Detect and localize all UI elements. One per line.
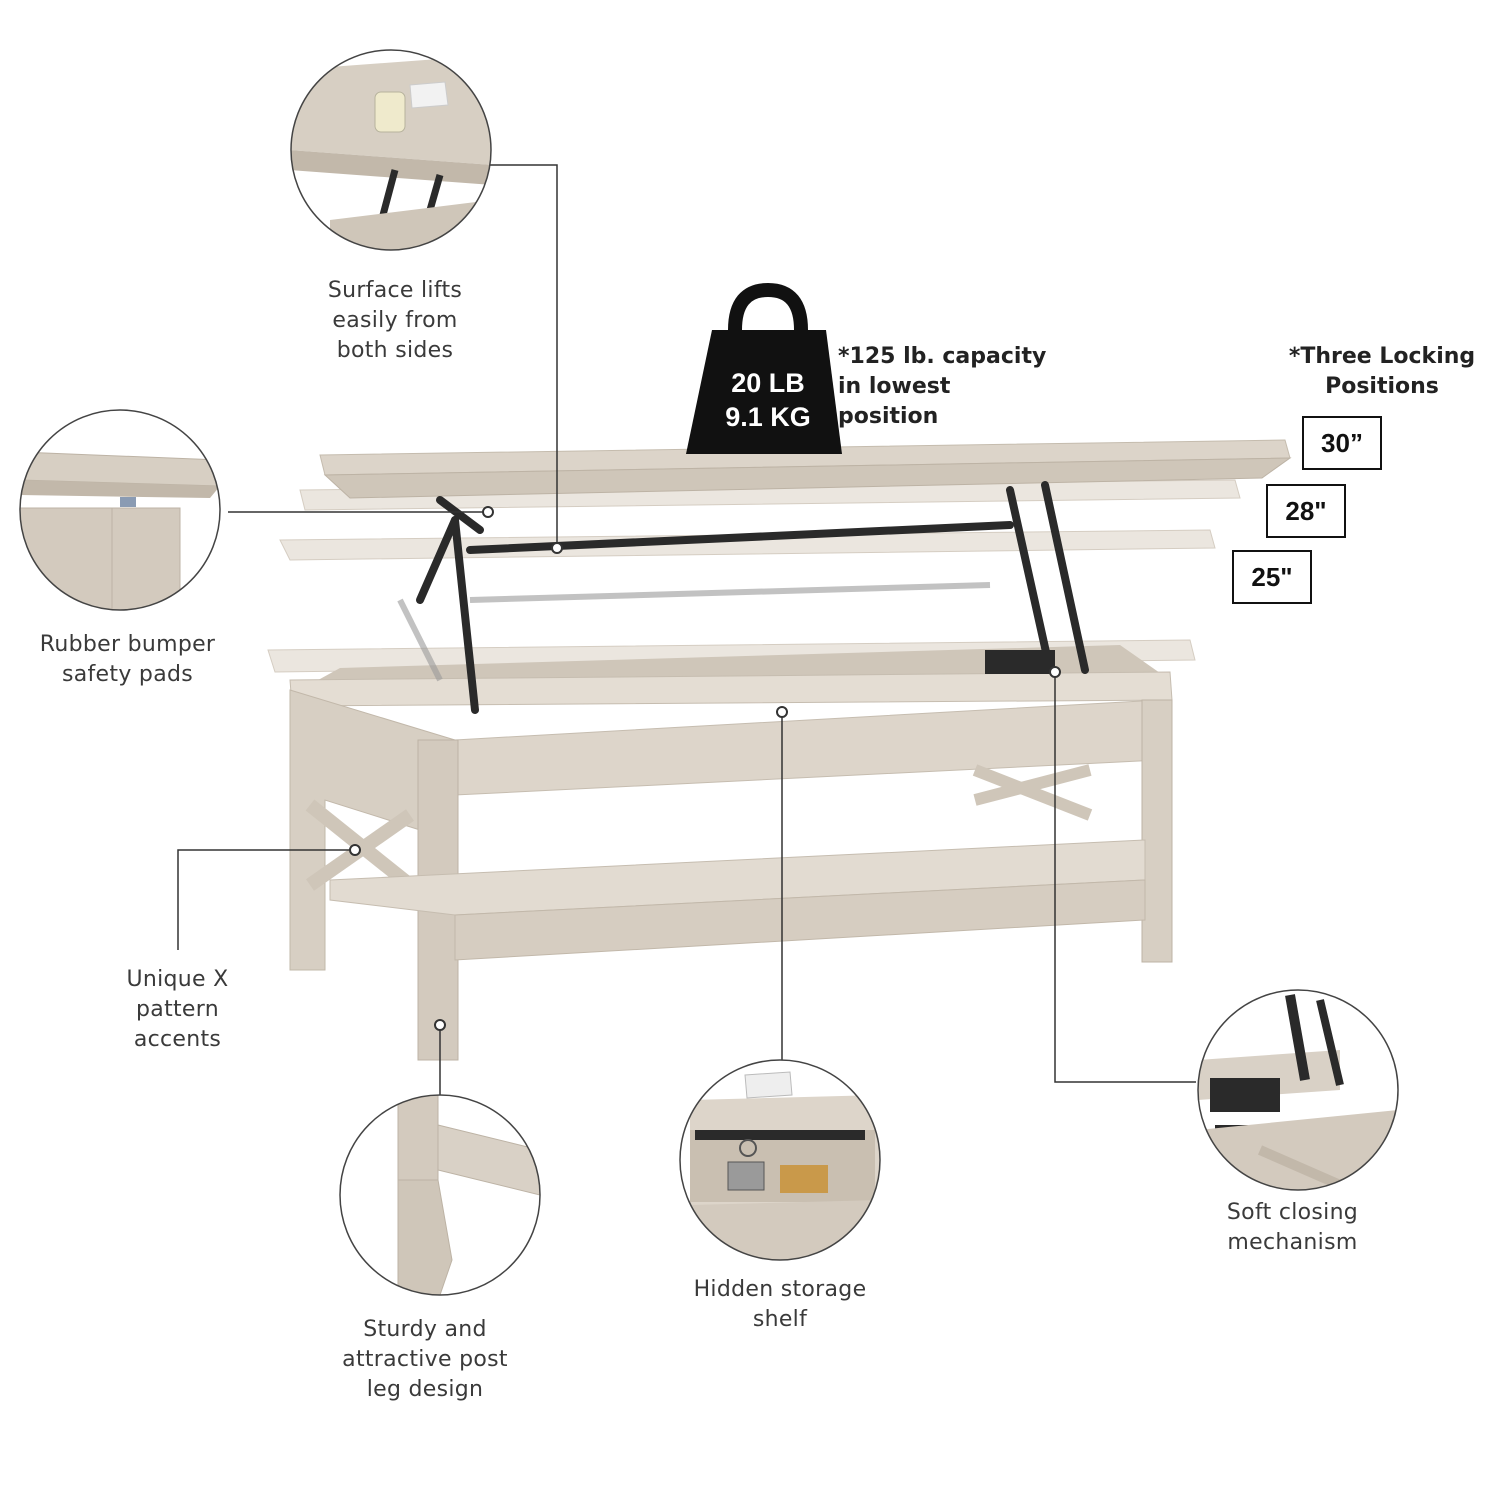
callout-bumper-line-2: safety pads <box>61 662 194 687</box>
heights-title: *Three Locking Positions <box>1282 342 1482 402</box>
height-box-30: 30” <box>1302 416 1382 470</box>
callout-closing: Soft closing mechanism <box>1200 1198 1385 1258</box>
height-box-25: 25" <box>1232 550 1312 604</box>
heights-title-line-2: Positions <box>1325 374 1439 399</box>
capacity-note: *125 lb. capacity in lowest position <box>838 342 1058 432</box>
callout-bumper: Rubber bumper safety pads <box>20 630 235 690</box>
ghost-tops <box>267 479 1241 673</box>
detail-closing-circle <box>1197 989 1399 1191</box>
callout-bumper-line-1: Rubber bumper <box>39 632 216 657</box>
mechanism-bracket <box>985 650 1055 674</box>
height-box-28: 28" <box>1266 484 1346 538</box>
callout-leg-line-3: leg design <box>366 1377 484 1402</box>
weight-value: 20 LB 9.1 KG <box>696 366 840 434</box>
detail-lift-circle <box>290 49 492 251</box>
callout-storage: Hidden storage shelf <box>680 1275 880 1335</box>
callout-xpattern: Unique X pattern accents <box>90 965 265 1055</box>
callout-closing-line-1: Soft closing <box>1226 1200 1359 1225</box>
weight-kg: 9.1 KG <box>725 402 811 432</box>
callout-leg-line-2: attractive post <box>342 1347 508 1372</box>
heights-title-line-1: *Three Locking <box>1288 344 1476 369</box>
capacity-line-2: in lowest position <box>838 374 951 429</box>
table-body <box>289 645 1173 1061</box>
callout-lift-line-1: Surface lifts <box>327 278 463 303</box>
weight-icon <box>686 282 842 454</box>
leader-lines <box>177 164 1196 1095</box>
detail-bumper-circle <box>19 409 221 611</box>
callout-lift-line-3: both sides <box>336 338 454 363</box>
callout-lift-line-2: easily from <box>332 308 458 333</box>
capacity-line-1: *125 lb. capacity <box>838 344 1047 369</box>
callout-xpattern-line-2: pattern <box>136 997 219 1022</box>
callout-leg-line-1: Sturdy and <box>363 1317 487 1342</box>
callout-leg: Sturdy and attractive post leg design <box>330 1315 520 1405</box>
leader-dots <box>349 506 1061 1031</box>
raised-top <box>319 439 1292 499</box>
callout-closing-line-2: mechanism <box>1227 1230 1358 1255</box>
callout-xpattern-line-1: Unique X <box>126 967 229 992</box>
detail-leg-circle <box>339 1094 541 1296</box>
callout-lift: Surface lifts easily from both sides <box>300 276 490 366</box>
weight-lb: 20 LB <box>731 368 805 398</box>
callout-storage-line-2: shelf <box>752 1307 808 1332</box>
ghost-mechanism <box>397 582 991 682</box>
callout-storage-line-1: Hidden storage <box>693 1277 867 1302</box>
detail-storage-circle <box>679 1059 881 1261</box>
callout-xpattern-line-3: accents <box>133 1027 222 1052</box>
